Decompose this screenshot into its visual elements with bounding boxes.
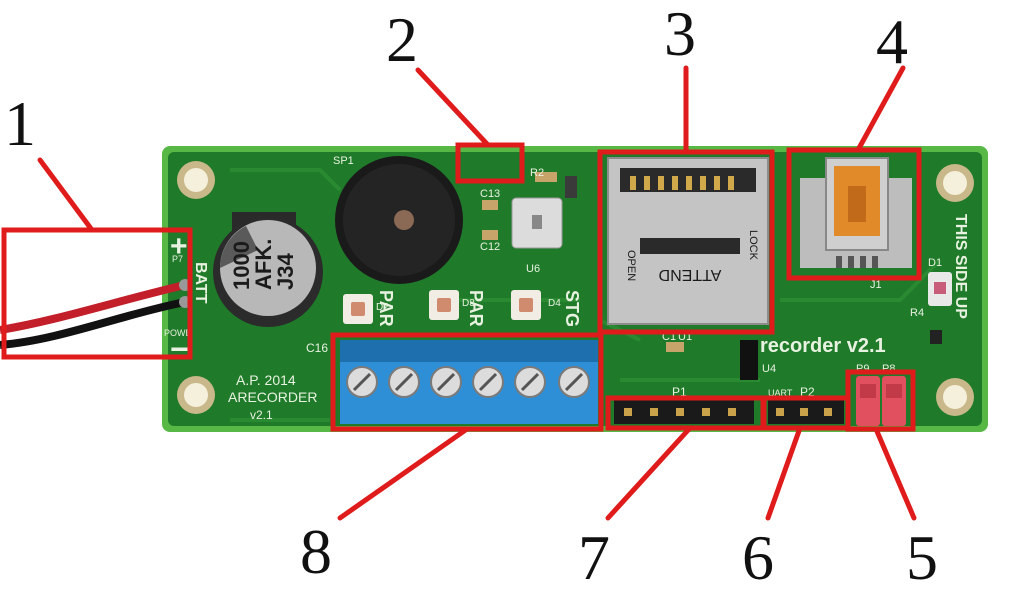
ref-d4: D4 xyxy=(548,298,561,309)
ref-d1: D1 xyxy=(928,257,942,269)
ref-u4: U4 xyxy=(762,363,776,375)
credit-line-3: v2.1 xyxy=(250,408,273,422)
smd-parts xyxy=(482,172,952,380)
ref-par1: PAR xyxy=(376,290,396,327)
ref-j1: J1 xyxy=(870,279,882,291)
ref-par2: PAR xyxy=(466,290,486,327)
leds xyxy=(343,290,541,324)
callout-box-1 xyxy=(1,227,193,360)
terminal-blocks xyxy=(340,340,598,424)
mounting-holes xyxy=(177,161,974,416)
jumpers xyxy=(856,376,906,426)
callout-5: 5 xyxy=(906,522,938,593)
ref-stg: STG xyxy=(562,290,582,327)
callout-4: 4 xyxy=(876,6,908,77)
ref-r4: R4 xyxy=(910,307,924,319)
callout-box-4 xyxy=(786,147,922,281)
power-label: POWE xyxy=(164,328,192,338)
buzzer xyxy=(335,156,463,284)
ref-d2: D2 xyxy=(376,302,389,313)
callout-8: 8 xyxy=(300,516,332,587)
mini-usb-connector xyxy=(800,157,912,268)
ref-uart: UART xyxy=(768,388,793,398)
orientation-label: THIS SIDE UP xyxy=(952,214,969,319)
ref-u6: U6 xyxy=(526,263,540,275)
callout-2: 2 xyxy=(386,4,418,75)
ref-p7: P7 xyxy=(172,254,183,264)
board-title: recorder v2.1 xyxy=(760,335,886,357)
callout-3: 3 xyxy=(664,0,696,69)
ref-r2: R2 xyxy=(530,167,544,179)
batt-label: BATT xyxy=(192,262,209,304)
capacitor-marking: 1000 AFK. J34 xyxy=(229,233,298,290)
electrolytic-capacitor: 1000 AFK. J34 xyxy=(213,212,323,327)
sd-attend-label: ATTEND xyxy=(659,266,722,283)
ref-d3: D3 xyxy=(462,298,475,309)
ref-c13: C13 xyxy=(480,188,500,200)
microsd-slot: ATTEND OPEN LOCK xyxy=(607,157,769,325)
callout-6: 6 xyxy=(742,522,774,593)
sd-lock-label: LOCK xyxy=(747,230,759,261)
sd-open-label: OPEN xyxy=(625,250,637,281)
credit-line-1: A.P. 2014 xyxy=(236,372,296,388)
silkscreen: + − BATT POWE P7 SP1 C13 C12 U6 R2 D2 D3… xyxy=(164,155,969,422)
batt-plus: + xyxy=(170,230,188,263)
ref-sp1: SP1 xyxy=(333,155,354,167)
callout-1: 1 xyxy=(4,88,36,159)
ref-c16: C16 xyxy=(306,341,328,355)
pin-headers xyxy=(614,400,844,424)
ref-c12: C12 xyxy=(480,241,500,253)
credit-line-2: ARECORDER xyxy=(228,389,317,405)
pointer-lines xyxy=(37,65,917,521)
callout-box-7 xyxy=(605,395,766,431)
callout-7: 7 xyxy=(578,522,610,593)
